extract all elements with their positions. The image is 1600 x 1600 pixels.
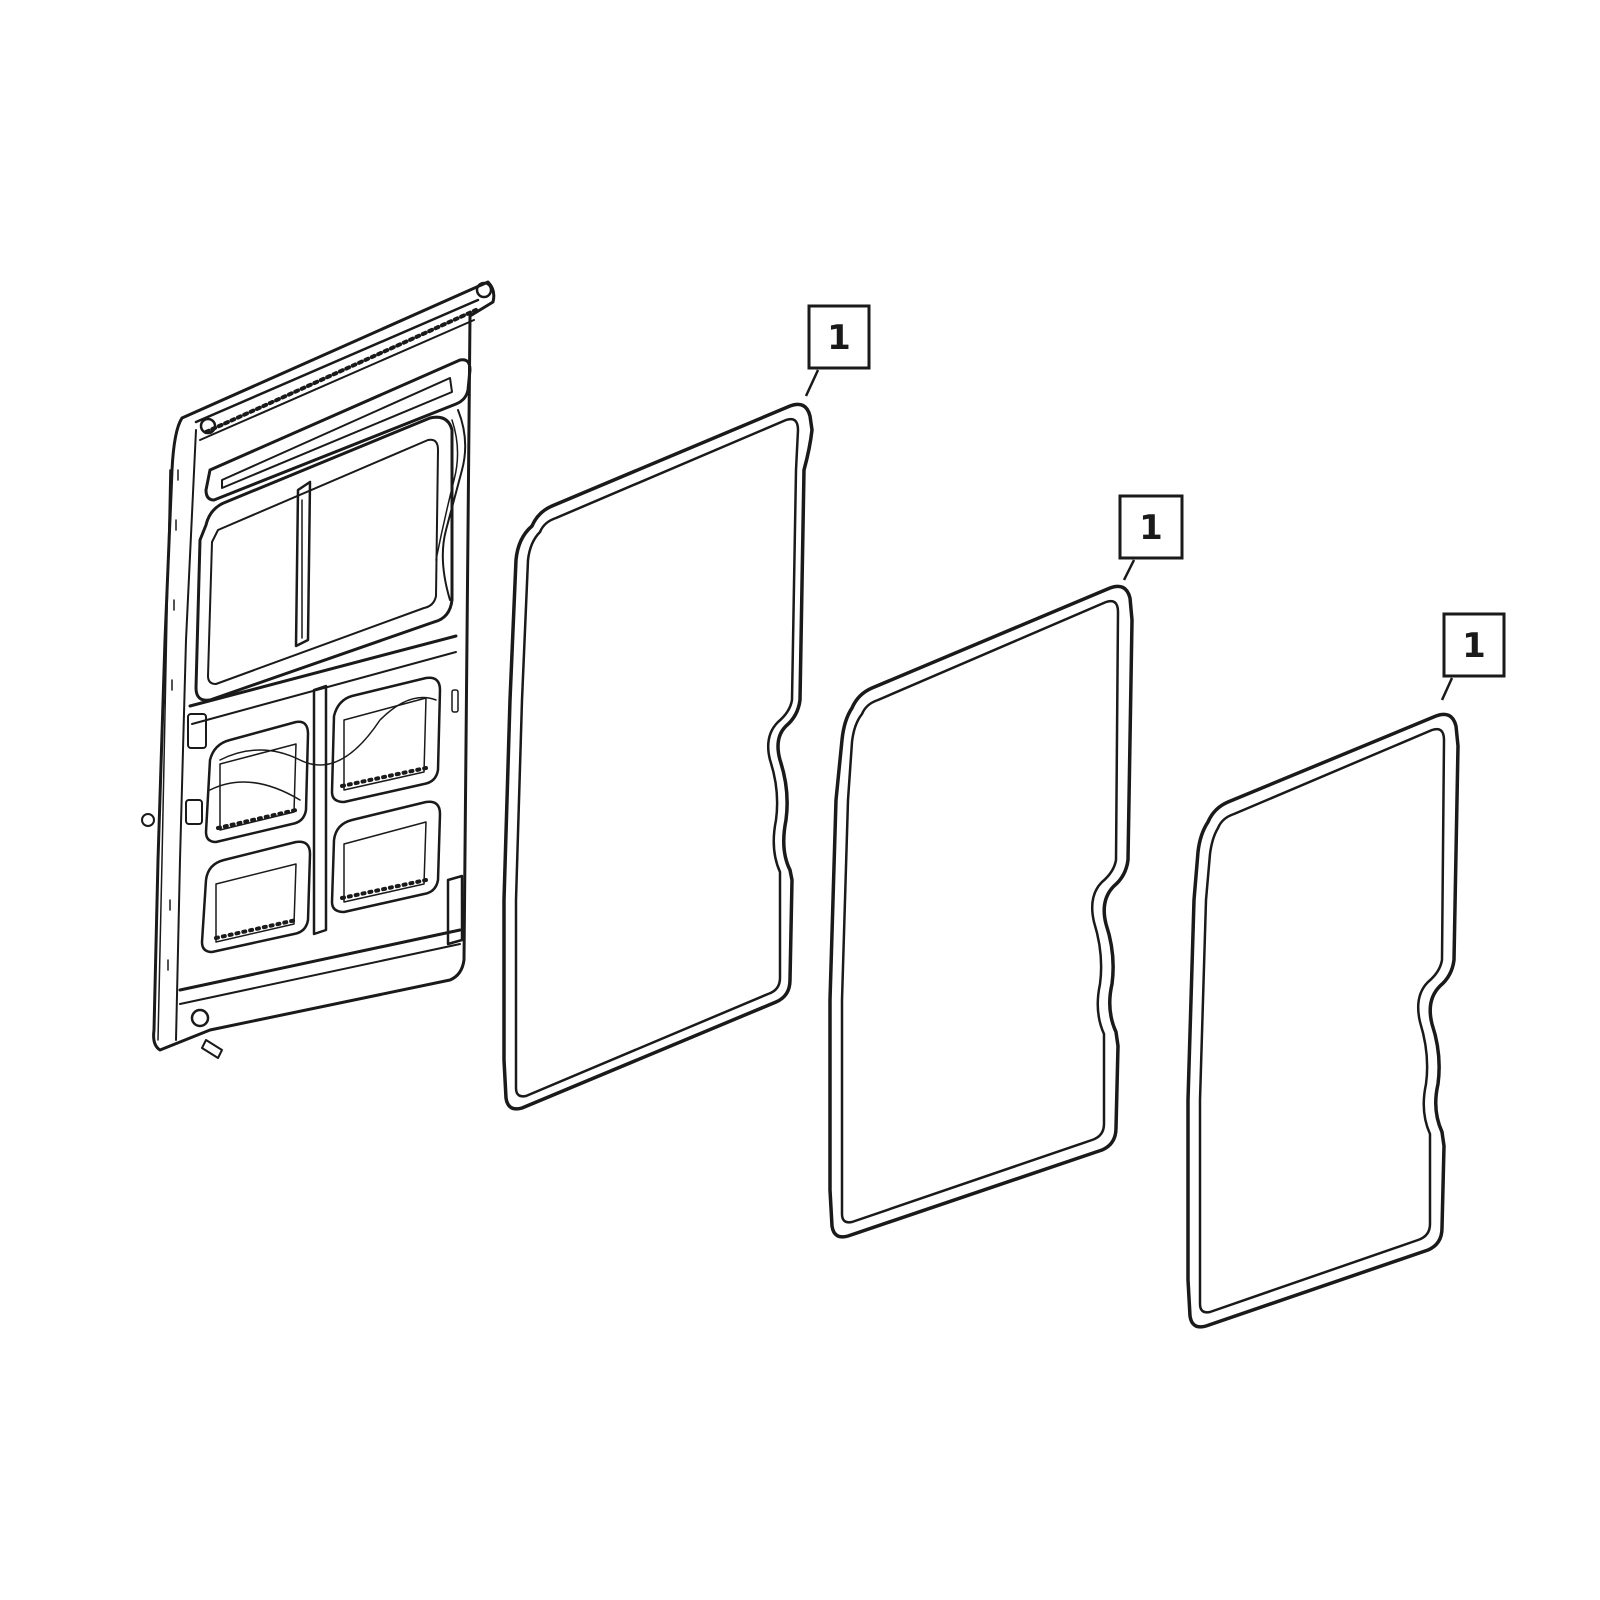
callout-2-label: 1 <box>1139 508 1163 548</box>
callout-3-label: 1 <box>1462 626 1486 666</box>
callout-3: 1 <box>1440 612 1506 701</box>
callout-1-label: 1 <box>827 318 851 358</box>
door-seal-1 <box>502 402 814 1111</box>
door-seal-2 <box>828 584 1134 1239</box>
door-panel <box>141 280 496 1059</box>
door-seal-3 <box>1186 712 1460 1329</box>
callout-1: 1 <box>804 304 871 397</box>
callout-2: 1 <box>1118 494 1184 581</box>
